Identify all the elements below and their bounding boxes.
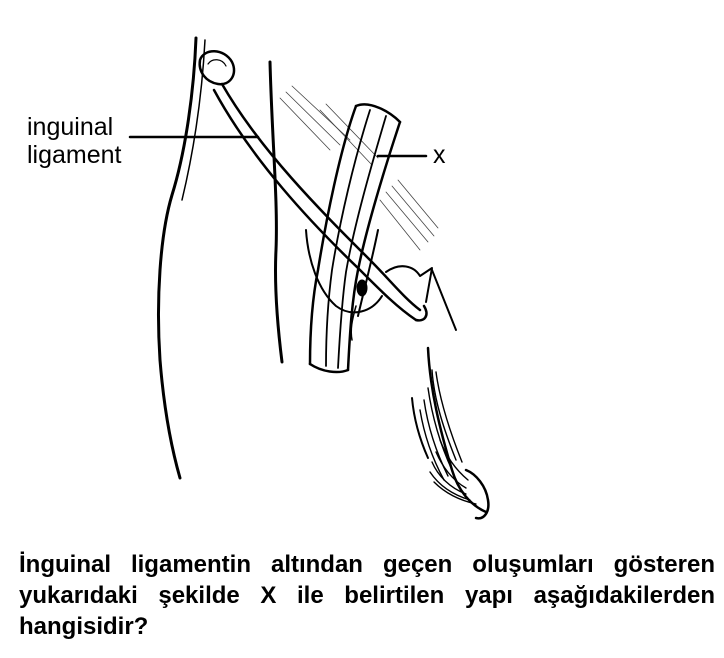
genital-region bbox=[411, 346, 490, 520]
ligament-end bbox=[414, 304, 428, 322]
inguinal-ligament-upper bbox=[220, 82, 422, 312]
label-ligament: ligament bbox=[27, 141, 122, 169]
question-text: İnguinal ligamentin altından geçen oluşu… bbox=[19, 551, 715, 640]
structure-x-inner-2 bbox=[337, 115, 387, 369]
femoral-sheath bbox=[305, 229, 383, 314]
lacunar-line bbox=[431, 269, 457, 331]
small-vessel bbox=[357, 229, 379, 317]
body-outline-inner bbox=[181, 39, 206, 201]
body-outline bbox=[157, 36, 198, 480]
iliac-spine bbox=[198, 50, 236, 86]
label-inguinal: inguinal bbox=[27, 113, 114, 141]
vertical-fold-line bbox=[268, 60, 284, 364]
lymph-node bbox=[356, 279, 368, 297]
iliac-spine-detail bbox=[207, 59, 227, 67]
anatomy-illustration bbox=[128, 36, 490, 520]
hatching-lines bbox=[279, 85, 439, 251]
femoral-loop bbox=[385, 265, 433, 303]
structure-x-inner-1 bbox=[325, 109, 371, 367]
structure-x-outer-left bbox=[308, 104, 358, 366]
label-x: x bbox=[433, 141, 446, 169]
small-vessel-lower bbox=[350, 305, 357, 341]
structure-x-outer-right bbox=[346, 120, 402, 372]
structure-x-top bbox=[354, 103, 402, 124]
structure-x-bottom bbox=[308, 362, 350, 374]
